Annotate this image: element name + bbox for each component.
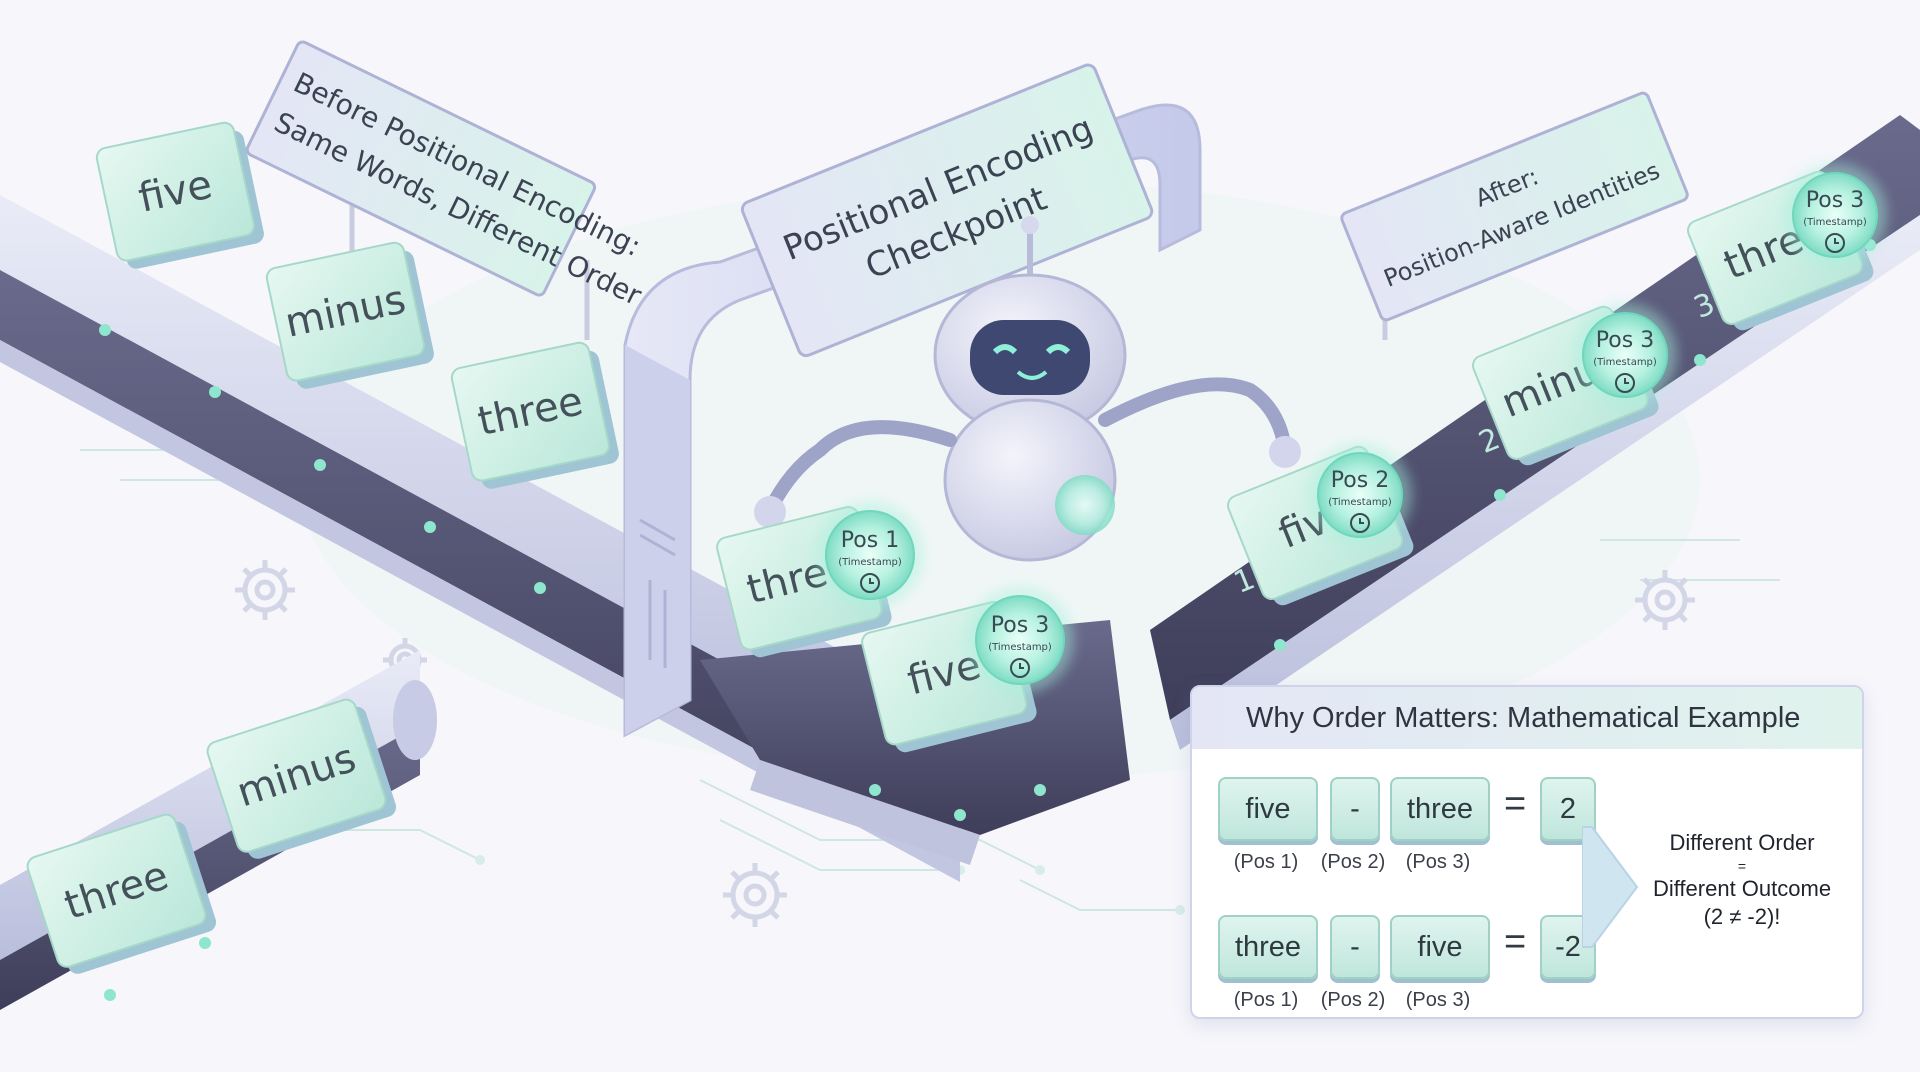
robot-arm-right [1098,377,1292,457]
result-arrow-icon [1582,826,1639,948]
robot-eye-left [992,344,1018,355]
clock-icon [860,573,880,593]
math-example-panel: Why Order Matters: Mathematical Example … [1190,685,1864,1019]
input-conveyor [0,195,960,882]
position-badge-label: Pos 2 [1331,468,1389,493]
position-badge-label: Pos 3 [1596,328,1654,353]
position-badge-sub: (Timestamp) [988,642,1052,653]
position-badge-sub: (Timestamp) [1593,357,1657,368]
conclusion-line2: Different Outcome [1652,876,1832,901]
eq1-pos-op: (Pos 2) [1320,851,1386,873]
belt-rail-bottom [0,340,960,882]
robot-eye-right [1045,344,1071,355]
word-tile: minus [206,698,397,859]
eq2-pos-op: (Pos 2) [1320,989,1386,1011]
eq1-pos-a: (Pos 1) [1233,851,1299,873]
tile-face [95,121,255,262]
position-badge: Pos 3 (Timestamp) [1783,163,1887,267]
eq1-operand-b: three [1390,777,1490,841]
position-badge-label: Pos 1 [841,528,899,553]
eq1-pos-b: (Pos 3) [1405,851,1471,873]
word-tile: three [450,341,619,489]
eq2-equals: = [1504,921,1527,963]
gear-icon [723,863,787,927]
position-badge: Pos 2 (Timestamp) [1308,443,1412,547]
conclusion-text: Different Order = Different Outcome (2 ≠… [1637,829,1847,931]
belt-lights [99,324,546,594]
robot-mouth [1016,370,1048,380]
position-badge-sub: (Timestamp) [1803,217,1867,228]
belt-surface [0,270,960,860]
math-panel-title: Why Order Matters: Mathematical Example [1192,687,1862,749]
tile-face [206,698,387,853]
robot-face [970,320,1090,395]
eq1-equals: = [1504,783,1527,825]
clock-icon [1350,513,1370,533]
word-tile: minus [265,241,434,389]
conclusion-line1: Different Order [1669,830,1815,855]
belt-rail-top [0,195,960,790]
word-tile: three [26,813,217,974]
position-badge-sub: (Timestamp) [1328,497,1392,508]
eq2-pos-a: (Pos 1) [1233,989,1299,1011]
robot-mascot [754,216,1301,562]
conclusion-equals: = [1737,858,1747,874]
position-badge: Pos 3 (Timestamp) [1573,303,1677,407]
gear-icon [1635,570,1695,630]
clock-icon [1615,373,1635,393]
word-tile: five [95,121,264,269]
position-badge: Pos 1 (Timestamp) [816,501,924,609]
position-badge-sub: (Timestamp) [838,557,902,568]
eq2-pos-b: (Pos 3) [1405,989,1471,1011]
conclusion-line3: (2 ≠ -2)! [1703,904,1781,929]
eq1-operand-a: five [1218,777,1318,841]
clock-icon [1825,233,1845,253]
gear-icon [235,560,295,620]
clock-icon [1010,658,1030,678]
eq1-operator: - [1330,777,1380,841]
position-badge-label: Pos 3 [1806,188,1864,213]
tile-face [450,341,610,482]
eq2-operator: - [1330,915,1380,979]
position-badge: Pos 3 (Timestamp) [966,586,1074,694]
eq2-operand-a: three [1218,915,1318,979]
tile-face [265,241,425,382]
position-badge-label: Pos 3 [991,613,1049,638]
tile-face [26,813,207,968]
eq2-operand-b: five [1390,915,1490,979]
robot-arm-left [763,420,957,517]
